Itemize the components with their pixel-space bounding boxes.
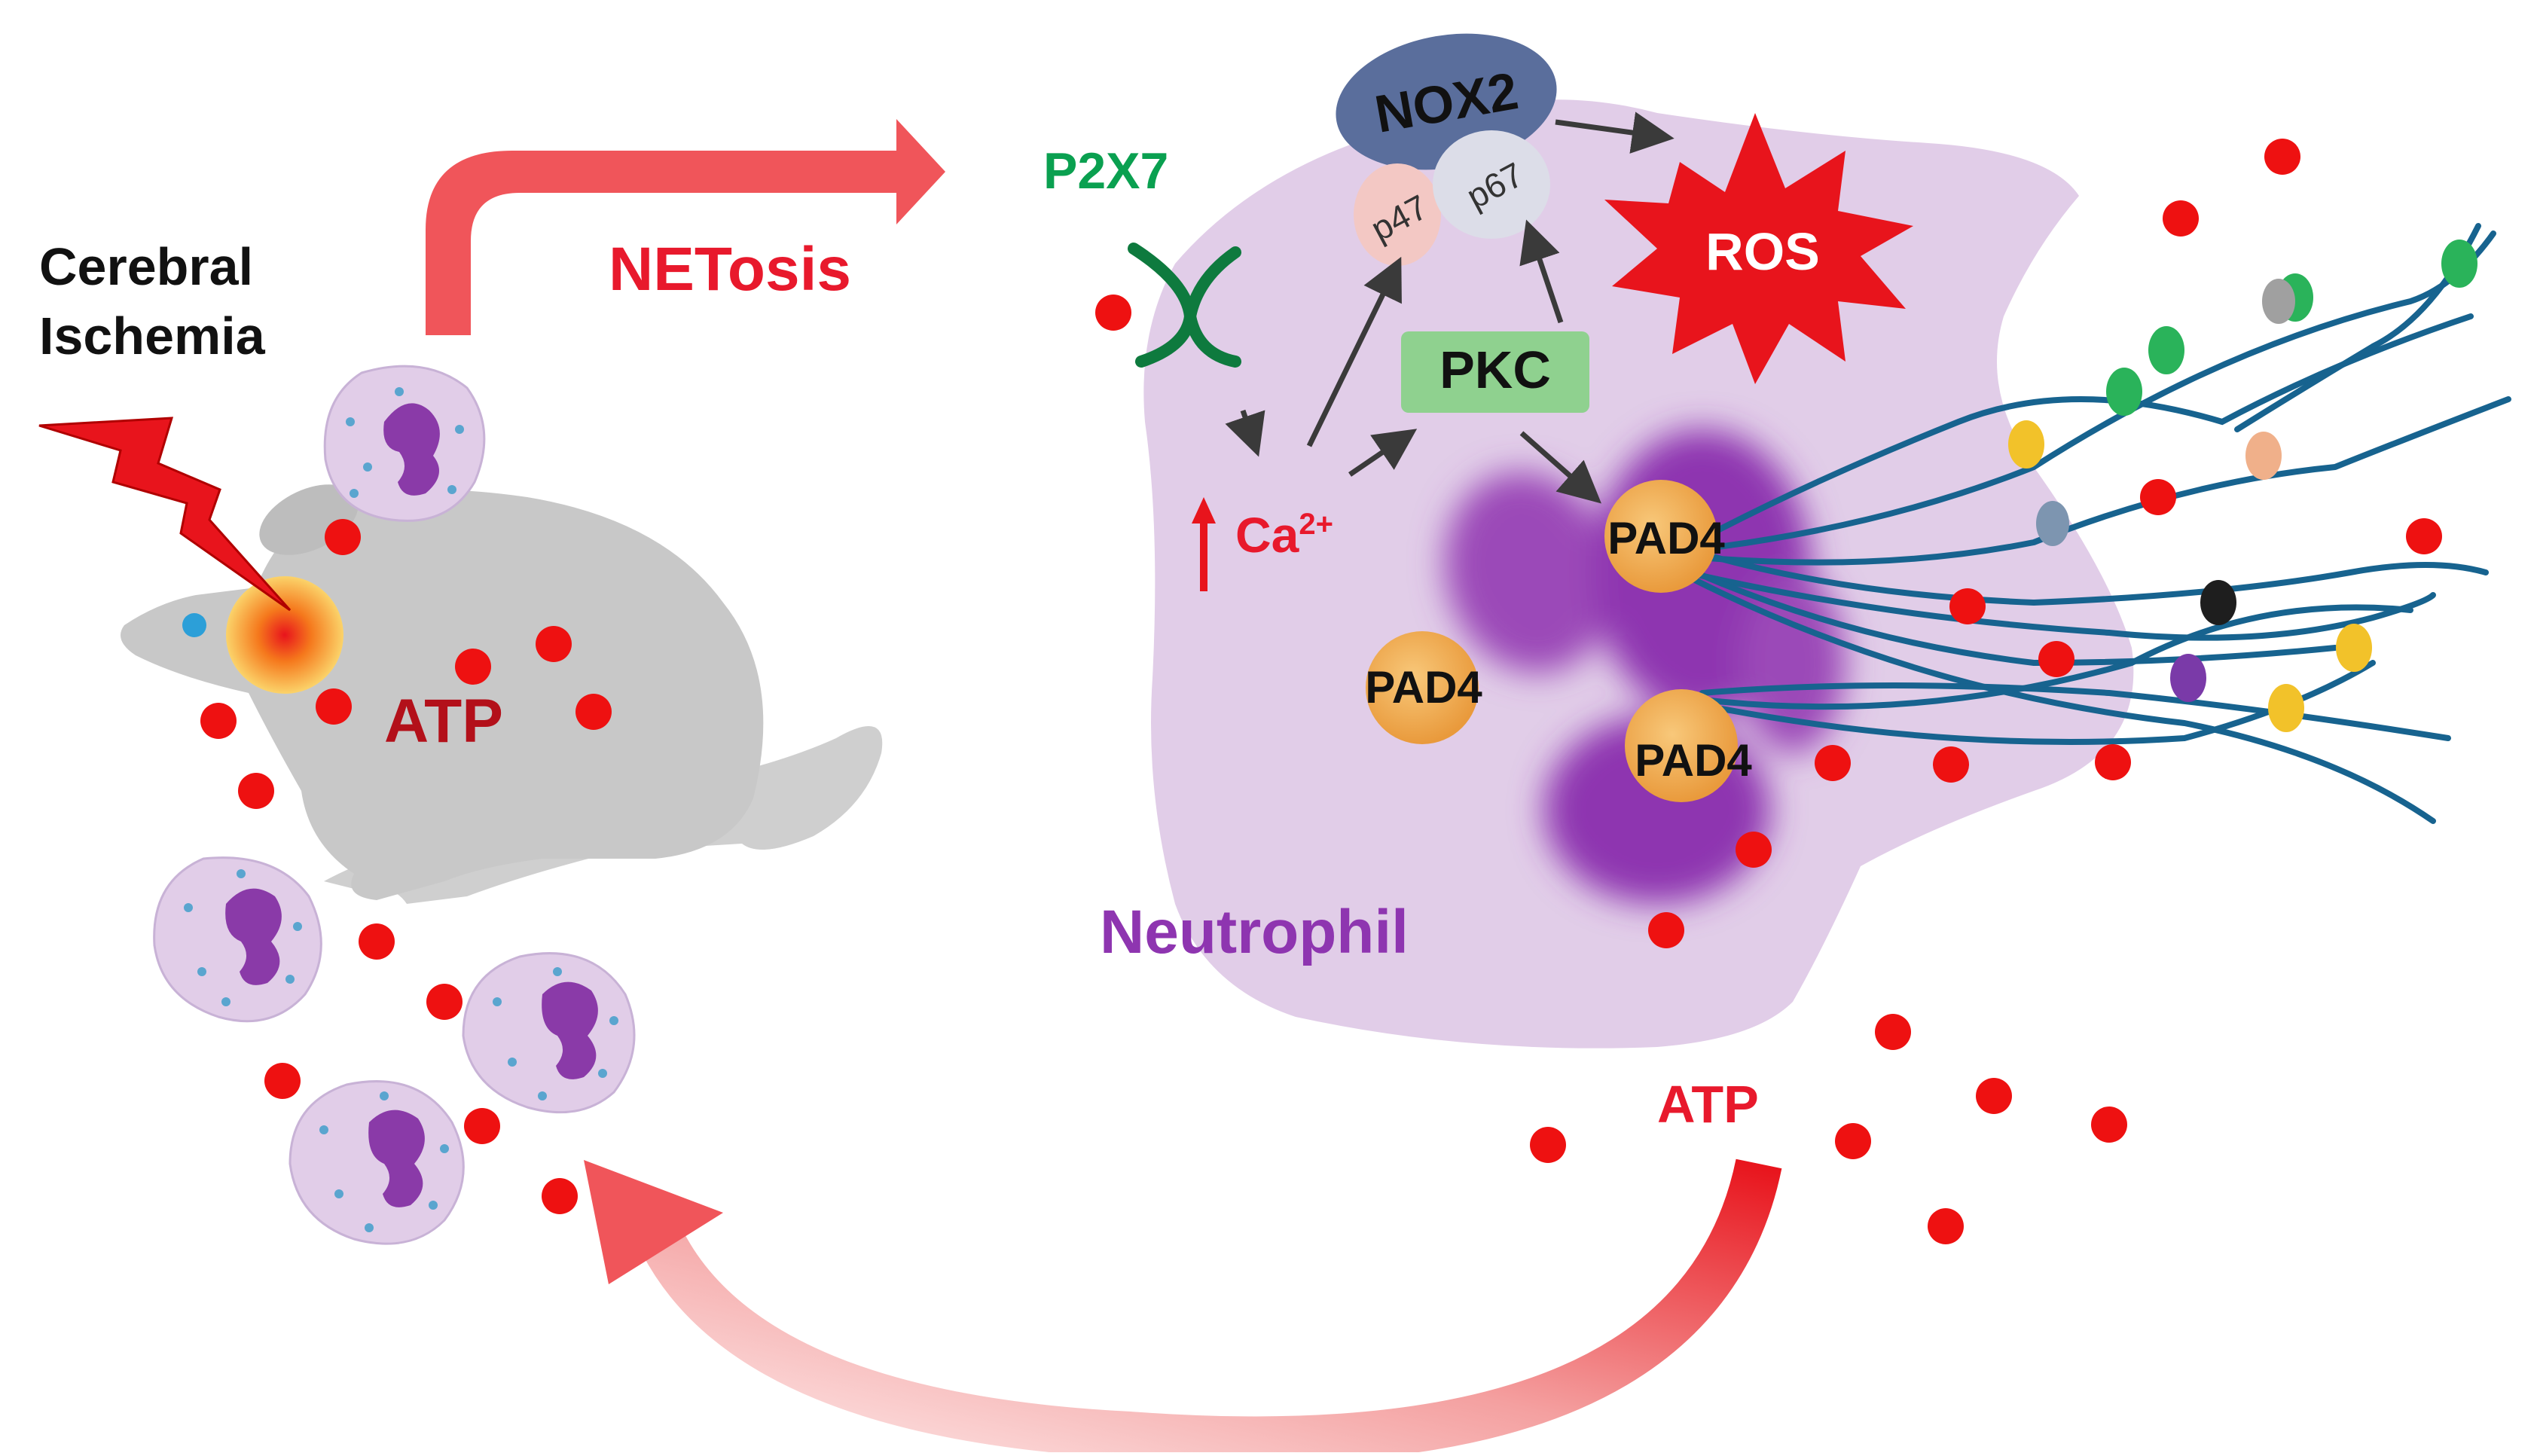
p2x7-receptor-icon [1128, 243, 1241, 368]
mouse-eye [182, 613, 206, 637]
cerebral-ischemia-label: Cerebral Ischemia [39, 237, 268, 365]
net-strands [1684, 223, 2511, 824]
ros-label: ROS [1705, 222, 1820, 281]
p47-subunit [1354, 163, 1441, 266]
small-neutrophil [462, 952, 636, 1114]
signal-arrows [1225, 111, 1675, 504]
atp-dots [200, 139, 2442, 1244]
netosis-label: NETosis [609, 235, 851, 304]
pad4-label: PAD4 [1635, 735, 1752, 786]
lightning-bolt-icon [38, 417, 292, 612]
small-neutrophil [323, 365, 486, 522]
ischemia-site [226, 576, 343, 694]
small-neutrophil [153, 856, 322, 1023]
pad4-enzyme [1604, 480, 1717, 593]
net-beads [2008, 240, 2477, 732]
atp-label-bottom: ATP [1657, 1075, 1759, 1134]
return-arrowhead [584, 1160, 723, 1284]
neutrophil-label: Neutrophil [1100, 898, 1409, 966]
pad4-enzyme [1625, 689, 1738, 802]
calcium-label: Ca2+ [1235, 507, 1333, 563]
return-arrow [642, 1158, 1782, 1456]
atp-label-mouse: ATP [384, 687, 503, 755]
pkc-label: PKC [1439, 340, 1551, 399]
p2x7-label: P2X7 [1043, 142, 1168, 200]
ros-burst [1604, 113, 1913, 384]
p67-subunit [1433, 130, 1550, 239]
pad4-label: PAD4 [1365, 662, 1482, 713]
pad4-enzyme [1366, 631, 1479, 744]
netosis-arrow [426, 119, 945, 335]
pad4-label: PAD4 [1607, 513, 1725, 563]
pkc-box [1401, 331, 1589, 413]
small-neutrophil [289, 1080, 465, 1245]
ca-increase-arrow [1192, 497, 1216, 591]
